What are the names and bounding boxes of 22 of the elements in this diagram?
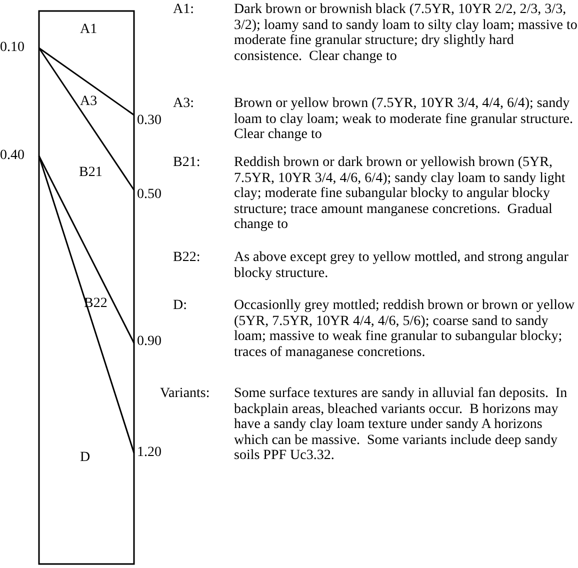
horizon-tag: D: <box>173 298 187 314</box>
horizon-description: Brown or yellow brown (7.5YR, 10YR 3/4, 4/4, 6/4); sandy loam to clay loam; weak to moderate fine granular structure. Clear change to <box>234 96 574 143</box>
depth-label: 0.50 <box>137 187 162 203</box>
depth-label: 0.30 <box>137 113 162 129</box>
horizon-tag: A1: <box>173 2 194 18</box>
horizon-description: Reddish brown or dark brown or yellowish brown (5YR, 7.5YR, 10YR 3/4, 4/6, 6/4); sandy clay loam to sandy light clay; moderate fine subangular blocky to angular blocky structure; trace amount manganese concretions. Gradual change to <box>234 155 566 233</box>
horizon-tag: B22: <box>173 250 200 266</box>
horizon-tag: B21: <box>173 155 200 171</box>
variants-tag: Variants: <box>160 386 210 402</box>
depth-label: 0.10 <box>0 40 24 56</box>
horizon-label: A3 <box>80 94 98 110</box>
horizon-label: B21 <box>79 165 102 181</box>
horizon-description: Occasionlly grey mottled; reddish brown or brown or yellow (5YR, 7.5YR, 10YR 4/4, 4/6, 5/6); coarse sand to sandy loam; massive to weak fine granular to subangular blocky; traces of managanese concretions. <box>234 298 576 360</box>
horizon-description: As above except grey to yellow mottled, and strong angular blocky structure. <box>234 250 570 282</box>
depth-label: 1.20 <box>137 445 162 461</box>
depth-label: 0.40 <box>0 148 24 164</box>
horizon-label: D <box>80 450 90 466</box>
horizon-tag: A3: <box>173 96 194 112</box>
horizon-label: A1 <box>80 22 98 38</box>
variants-note: Some surface textures are sandy in alluvial fan deposits. In backplain areas, bleached variants occur. B horizons may have a sandy clay loam texture under sandy A horizons which can be massive. Some variants include deep sandy soils PPF Uc3.32. <box>234 386 568 464</box>
horizon-description: Dark brown or brownish black (7.5YR, 10YR 2/2, 2/3, 3/3, 3/2); loamy sand to sandy loam to silty clay loam; massive to moderate fine granular structure; dry slightly hard consistence. Clear change to <box>234 2 578 64</box>
depth-label: 0.90 <box>137 334 162 350</box>
